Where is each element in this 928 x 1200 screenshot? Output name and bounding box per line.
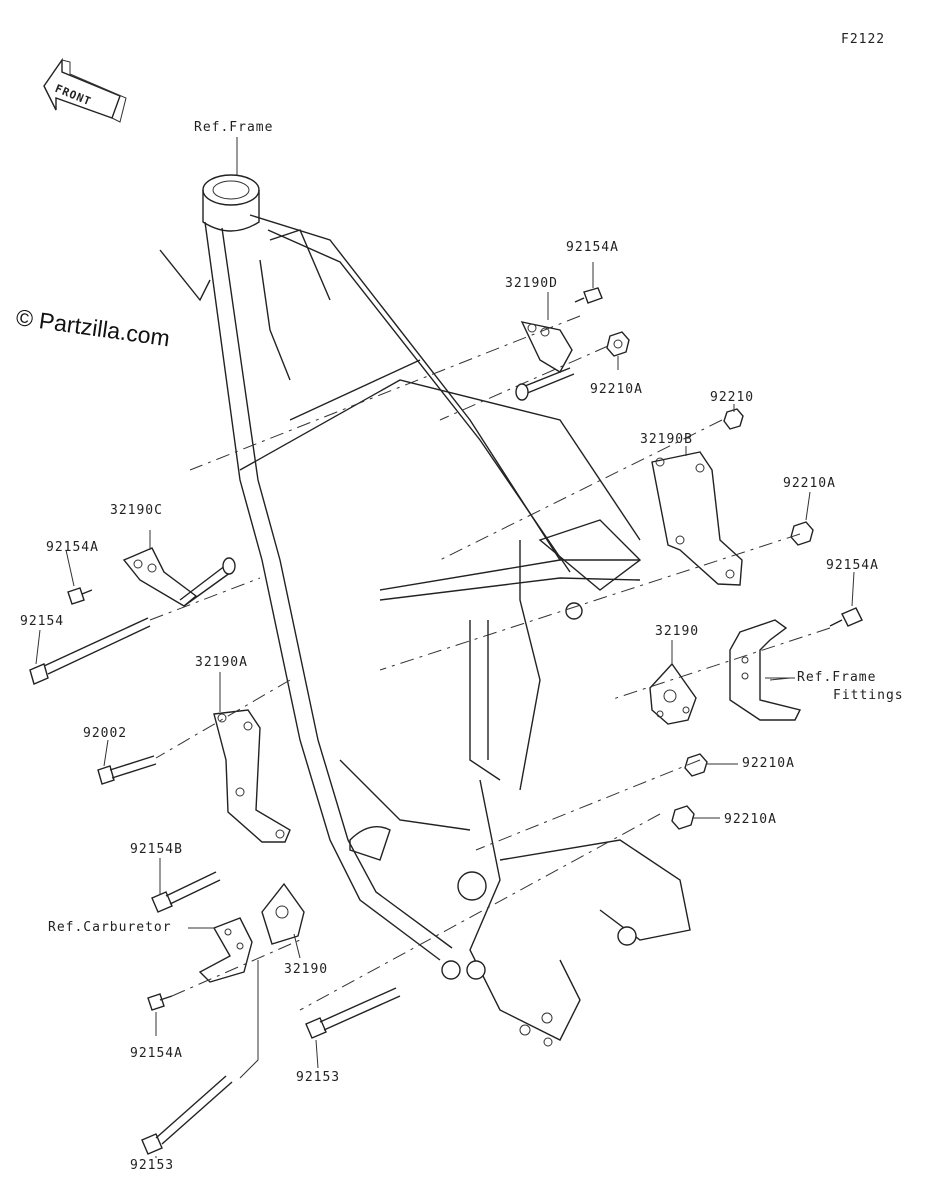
ref-frame-label: Ref.Frame: [194, 120, 274, 135]
part-label-92210A-right[interactable]: 92210A: [783, 476, 836, 491]
part-label-92154[interactable]: 92154: [20, 614, 65, 629]
bolt-92153-bottom: [141, 1075, 233, 1155]
nut-92210: [723, 408, 744, 430]
nut-92210A-mid: [684, 753, 708, 777]
bolt-92154A-left: [67, 587, 93, 605]
bracket-32190-right: [649, 662, 697, 725]
bolt-92154: [29, 617, 151, 685]
leader-lines: [35, 262, 855, 1158]
part-label-92210A-mid[interactable]: 92210A: [742, 756, 795, 771]
bolt-92154B: [151, 871, 221, 913]
part-label-32190-right[interactable]: 32190: [655, 624, 700, 639]
carburetor-bracket: [198, 917, 253, 983]
bracket-32190D: [515, 321, 575, 401]
nut-92210A-lower: [671, 805, 695, 830]
part-label-32190A[interactable]: 32190A: [195, 655, 248, 670]
bolt-92154A-top: [574, 287, 603, 304]
bolt-92153-mid: [305, 987, 401, 1039]
nut-92210A-right: [790, 521, 814, 546]
figure-code: F2122: [841, 32, 886, 47]
part-label-32190B[interactable]: 32190B: [640, 432, 693, 447]
bracket-32190-bottom: [261, 882, 305, 945]
part-label-92210A-lower[interactable]: 92210A: [724, 812, 777, 827]
nut-92210A-top: [606, 331, 630, 357]
part-label-92154A-top[interactable]: 92154A: [566, 240, 619, 255]
part-label-32190-bottom[interactable]: 32190: [284, 962, 329, 977]
front-arrow-icon: [43, 57, 127, 123]
ref-frame-fittings-label-2: Fittings: [833, 688, 904, 703]
part-label-92154A-left[interactable]: 92154A: [46, 540, 99, 555]
frame-tubes: [159, 214, 691, 1047]
bracket-32190A: [213, 709, 291, 843]
part-label-32190C[interactable]: 32190C: [110, 503, 163, 518]
bolt-92002: [97, 755, 157, 785]
part-label-92153-mid[interactable]: 92153: [296, 1070, 341, 1085]
frame-fitting-bracket: [729, 619, 802, 721]
part-label-92153-bottom[interactable]: 92153: [130, 1158, 175, 1173]
bracket-32190C: [122, 547, 236, 607]
bracket-32190B: [651, 451, 743, 586]
part-label-92154A-bottom[interactable]: 92154A: [130, 1046, 183, 1061]
bolt-92154A-bottom: [147, 993, 173, 1011]
part-label-92002[interactable]: 92002: [83, 726, 128, 741]
part-label-92154B[interactable]: 92154B: [130, 842, 183, 857]
assembly-lines: [149, 315, 831, 1011]
part-label-32190D[interactable]: 32190D: [505, 276, 558, 291]
bolt-92154A-right: [829, 607, 863, 627]
part-label-92210A-top[interactable]: 92210A: [590, 382, 643, 397]
part-label-92210[interactable]: 92210: [710, 390, 755, 405]
ref-frame-fittings-label-1: Ref.Frame: [797, 670, 877, 685]
ref-carburetor-label: Ref.Carburetor: [48, 920, 172, 935]
head-tube: [202, 174, 260, 232]
part-label-92154A-right[interactable]: 92154A: [826, 558, 879, 573]
